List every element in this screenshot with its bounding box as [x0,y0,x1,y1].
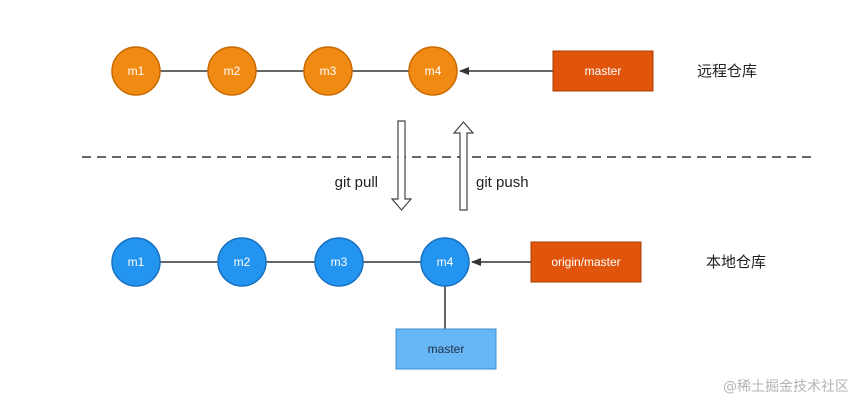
local-master-branch: master [395,328,497,370]
local-commit-m1-label: m1 [128,255,145,269]
remote-commit-m1: m1 [111,46,161,96]
remote-repository-title: 远程仓库 [697,62,757,80]
remote-commit-m4-label: m4 [425,64,442,78]
remote-commit-m3: m3 [303,46,353,96]
git-pull-command: git pull [335,120,413,211]
local-commit-m3: m3 [314,237,364,287]
git-push-label: git push [476,174,529,191]
local-commit-m2-circle [217,237,267,287]
local-commit-m3-label: m3 [331,255,348,269]
local-master-label: master [428,342,465,356]
local-commit-m2: m2 [217,237,267,287]
local-commit-m1: m1 [111,237,161,287]
pull-down-arrow-icon [390,120,413,211]
local-repository-title: 本地仓库 [706,253,766,271]
local-commit-m3-circle [314,237,364,287]
remote-commit-m2-circle [207,46,257,96]
origin-master-label: origin/master [551,255,620,269]
origin-master-box [530,241,642,283]
local-commit-m2-label: m2 [234,255,251,269]
remote-commit-m4-circle [408,46,458,96]
remote-master-box [552,50,654,92]
remote-commit-m4: m4 [408,46,458,96]
git-push-command: git push [452,121,529,211]
local-commit-m4-label: m4 [437,255,454,269]
git-pull-label: git pull [335,174,378,191]
local-commit-m4-circle [420,237,470,287]
remote-commit-m3-circle [303,46,353,96]
local-master-box [395,328,497,370]
remote-commit-m2: m2 [207,46,257,96]
remote-master-branch: master [552,50,654,92]
remote-commit-m1-label: m1 [128,64,145,78]
watermark: @稀土掘金技术社区 [723,379,849,395]
remote-commit-m3-label: m3 [320,64,337,78]
remote-master-label: master [585,64,622,78]
remote-commit-m1-circle [111,46,161,96]
remote-commit-m2-label: m2 [224,64,241,78]
local-commit-m4: m4 [420,237,470,287]
push-up-arrow-icon [452,121,475,211]
local-repository: m1 m2 m3 m4 origin/master master 本地仓库 [111,237,766,370]
local-commit-m1-circle [111,237,161,287]
origin-master-branch: origin/master [530,241,642,283]
remote-repository: m1 m2 m3 m4 master 远程仓库 [111,46,757,96]
